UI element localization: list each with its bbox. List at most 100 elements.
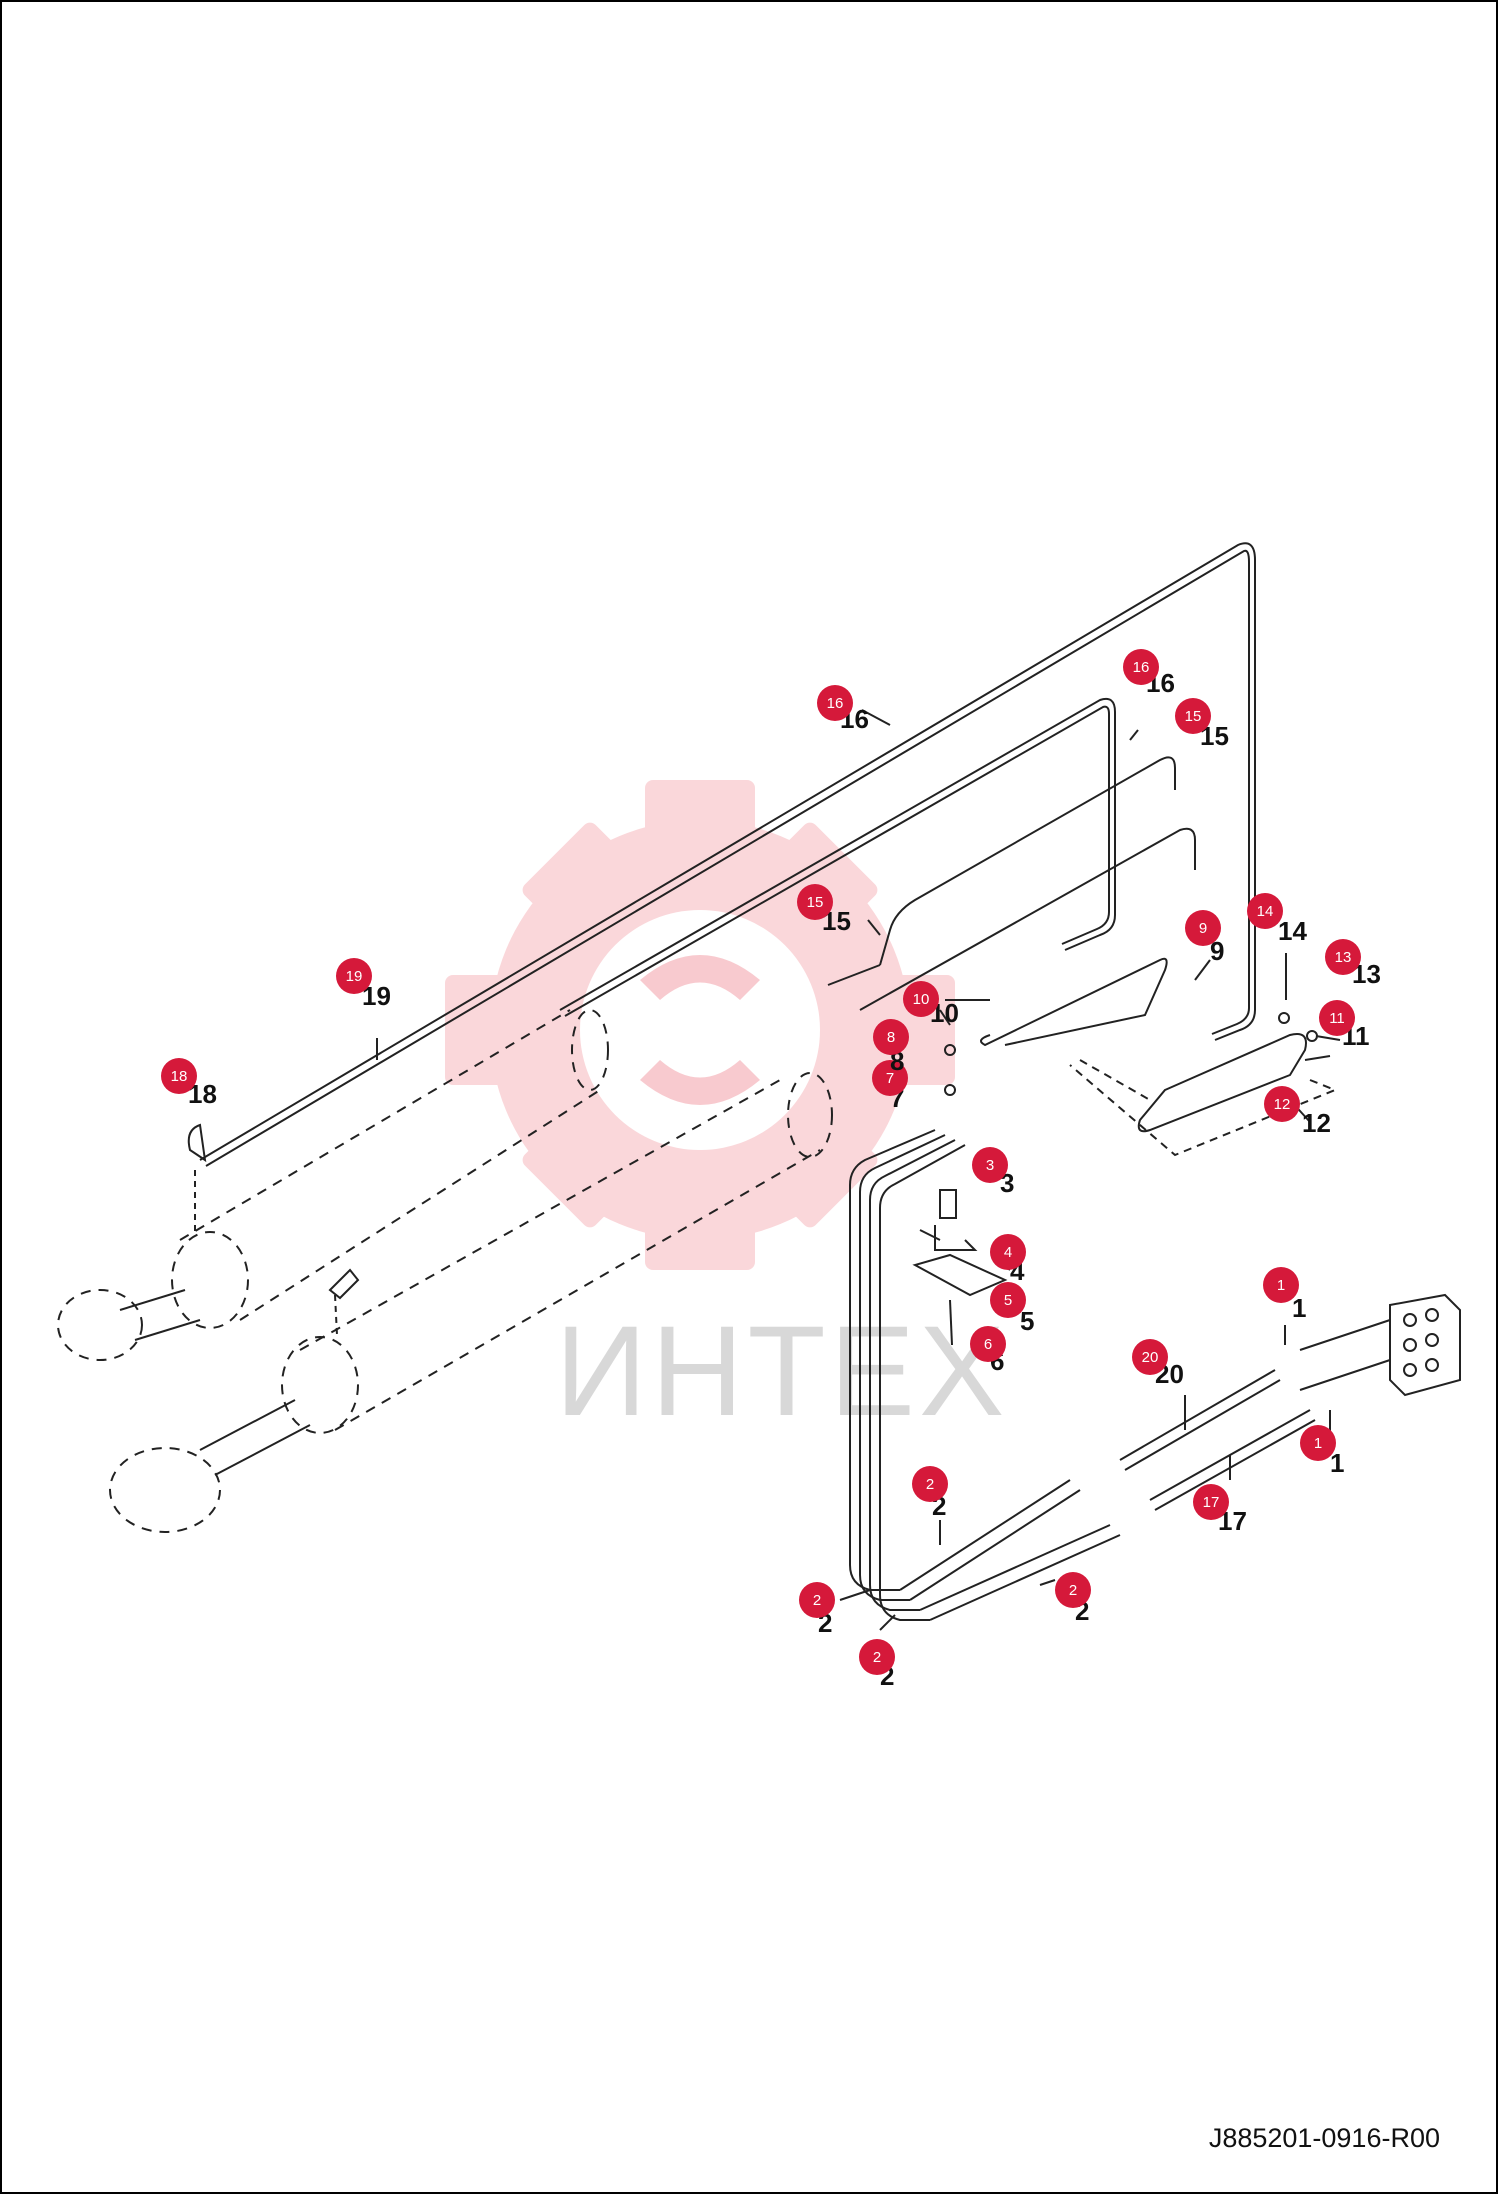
- hose-20: [1119, 1369, 1276, 1461]
- callout-badge-number: 8: [887, 1029, 895, 1046]
- callout-badge-number: 16: [1133, 659, 1150, 676]
- hydraulic-cylinder-lower: [109, 1072, 833, 1533]
- callout-badge-number: 2: [873, 1649, 881, 1666]
- part-8-nut: [944, 1044, 956, 1056]
- callout-badge[interactable]: [336, 958, 372, 994]
- dash-link-b: [1069, 1064, 1338, 1157]
- callout-badge[interactable]: [1185, 910, 1221, 946]
- callout-badge[interactable]: [1055, 1572, 1091, 1608]
- callout-12: 12 12: [1264, 1086, 1331, 1138]
- callout-badge[interactable]: [797, 884, 833, 920]
- callout-badge-number: 16: [827, 695, 844, 712]
- callout-badge[interactable]: [1247, 893, 1283, 929]
- callout-number: 9: [1210, 936, 1224, 966]
- callout-badge[interactable]: [1123, 649, 1159, 685]
- callout-badge-number: 11: [1329, 1010, 1345, 1027]
- callout-badge-number: 15: [1185, 708, 1202, 725]
- callout-badge-number: 12: [1274, 1096, 1291, 1113]
- pipe-15-lower: [859, 827, 1196, 1011]
- callout-badge[interactable]: [873, 1019, 909, 1055]
- callout-badge-number: 2: [1069, 1582, 1077, 1599]
- control-valve-block: [1299, 1293, 1461, 1397]
- callout-9: 99: [1185, 910, 1224, 966]
- callout-badge[interactable]: [872, 1060, 908, 1096]
- callout-badge[interactable]: [903, 981, 939, 1017]
- callout-badge[interactable]: [990, 1234, 1026, 1270]
- callout-badge-number: 2: [926, 1476, 934, 1493]
- callout-2: 22: [859, 1639, 895, 1691]
- pipe-10-loop: [980, 957, 1168, 1047]
- callout-badge[interactable]: [1132, 1339, 1168, 1375]
- callout-badge-number: 13: [1335, 949, 1352, 966]
- part-7-washer: [944, 1084, 956, 1096]
- callout-badge-number: 3: [986, 1157, 994, 1174]
- callout-1: 11: [1263, 1267, 1306, 1323]
- pipe-11-loop: [1137, 1033, 1307, 1133]
- callout-badge[interactable]: [859, 1639, 895, 1675]
- watermark-text: ИНТЕХ: [555, 1300, 1008, 1443]
- callout-badge-number: 20: [1142, 1349, 1159, 1366]
- part-13-washer: [1306, 1030, 1318, 1042]
- part-5-plate: [912, 1253, 1008, 1297]
- pipe-16-inner-b: [564, 705, 1110, 1017]
- callout-badge[interactable]: [1325, 939, 1361, 975]
- document-code: J885201-0916-R00: [1208, 2123, 1440, 2153]
- part-14-nut: [1278, 1012, 1290, 1024]
- callout-badge-number: 6: [984, 1336, 992, 1353]
- callout-5: 55: [990, 1282, 1034, 1336]
- callout-badge[interactable]: [1319, 1000, 1355, 1036]
- tube-bundle-2: [849, 1129, 1121, 1621]
- callout-badge[interactable]: [1264, 1086, 1300, 1122]
- callout-badge[interactable]: [972, 1147, 1008, 1183]
- callout-badge-number: 4: [1004, 1244, 1012, 1261]
- callout-badge[interactable]: [161, 1058, 197, 1094]
- callout-badge-number: 15: [807, 894, 824, 911]
- callout-badge-number: 1: [1277, 1277, 1285, 1294]
- callout-badge-number: 9: [1199, 920, 1207, 937]
- part-3-fitting: [939, 1189, 957, 1219]
- pipe-15-upper: [879, 756, 1176, 966]
- part-4-bracket: [934, 1225, 978, 1251]
- callout-1: 11: [1300, 1425, 1344, 1478]
- callout-4: 44: [990, 1234, 1026, 1286]
- callout-badge[interactable]: [1193, 1484, 1229, 1520]
- callout-badge[interactable]: [990, 1282, 1026, 1318]
- callout-number: 1: [1330, 1448, 1344, 1478]
- callout-badge-number: 17: [1203, 1494, 1220, 1511]
- pipe-16-outer: [199, 542, 1256, 1161]
- callout-badge[interactable]: [1175, 698, 1211, 734]
- line-art: [57, 542, 1461, 1631]
- pipe-16-inner: [559, 697, 1116, 1011]
- part-6-bolt: [949, 1299, 953, 1346]
- dash-link-a: [1079, 1059, 1151, 1101]
- callout-number: 1: [1292, 1293, 1306, 1323]
- callout-badge[interactable]: [1300, 1425, 1336, 1461]
- callout-badge-number: 7: [886, 1070, 894, 1087]
- callout-number: 12: [1302, 1108, 1331, 1138]
- watermark-logo: ИНТЕХ: [445, 780, 1008, 1443]
- callout-number: 5: [1020, 1306, 1034, 1336]
- pipe-16-outer-inner: [205, 549, 1250, 1167]
- callout-badge[interactable]: [912, 1466, 948, 1502]
- callout-badge[interactable]: [799, 1582, 835, 1618]
- callout-badge[interactable]: [817, 685, 853, 721]
- callout-badge-number: 14: [1257, 903, 1274, 920]
- callout-7: 77: [872, 1060, 908, 1113]
- callout-badge-number: 1: [1314, 1435, 1322, 1452]
- callout-badge[interactable]: [970, 1326, 1006, 1362]
- callout-badge[interactable]: [1263, 1267, 1299, 1303]
- callout-badge-number: 2: [813, 1592, 821, 1609]
